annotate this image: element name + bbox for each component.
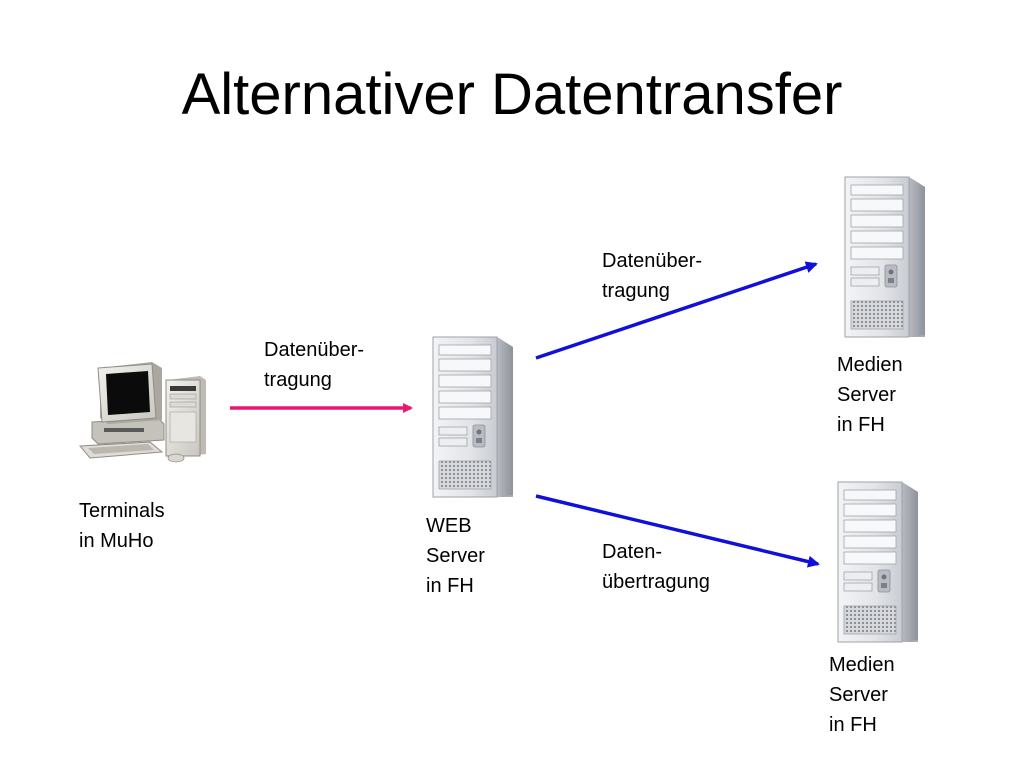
node-label-line: Medien <box>829 654 895 676</box>
node-label-line: in FH <box>837 414 885 436</box>
edge-label-web-media-bottom: Daten- übertragung <box>602 537 710 597</box>
node-label-terminal: Terminals in MuHo <box>79 496 165 556</box>
slide-title: Alternativer Datentransfer <box>181 62 843 127</box>
node-label-line: Terminals <box>79 500 165 522</box>
edge-label-line: Datenüber- <box>264 339 365 361</box>
edge-label-line: tragung <box>264 369 332 391</box>
node-label-line: in FH <box>426 575 474 597</box>
edge-label-terminal-web: Datenüber- tragung <box>264 335 364 395</box>
media-server-bottom-icon <box>837 481 919 643</box>
edge-label-line: Daten- <box>602 541 663 563</box>
node-label-line: WEB <box>426 515 472 537</box>
node-label-media-server-top: Medien Server in FH <box>837 350 903 440</box>
node-label-line: Server <box>837 384 896 406</box>
node-label-line: Server <box>829 684 888 706</box>
arrow-web-to-media-top <box>535 261 818 360</box>
node-label-line: Medien <box>837 354 903 376</box>
edge-label-line: tragung <box>602 280 670 302</box>
node-label-line: in FH <box>829 714 877 736</box>
node-label-media-server-bottom: Medien Server in FH <box>829 650 895 740</box>
arrow-web-to-media-bottom <box>535 494 820 568</box>
edge-label-line: Datenüber- <box>602 250 703 272</box>
edge-label-web-media-top: Datenüber- tragung <box>602 246 702 306</box>
edge-label-line: übertragung <box>602 571 710 593</box>
node-label-line: Server <box>426 545 485 567</box>
node-label-line: in MuHo <box>79 530 154 552</box>
node-label-web-server: WEB Server in FH <box>426 511 485 601</box>
desktop-computer-icon <box>78 362 206 463</box>
media-server-top-icon <box>844 176 926 338</box>
web-server-icon <box>432 336 514 498</box>
